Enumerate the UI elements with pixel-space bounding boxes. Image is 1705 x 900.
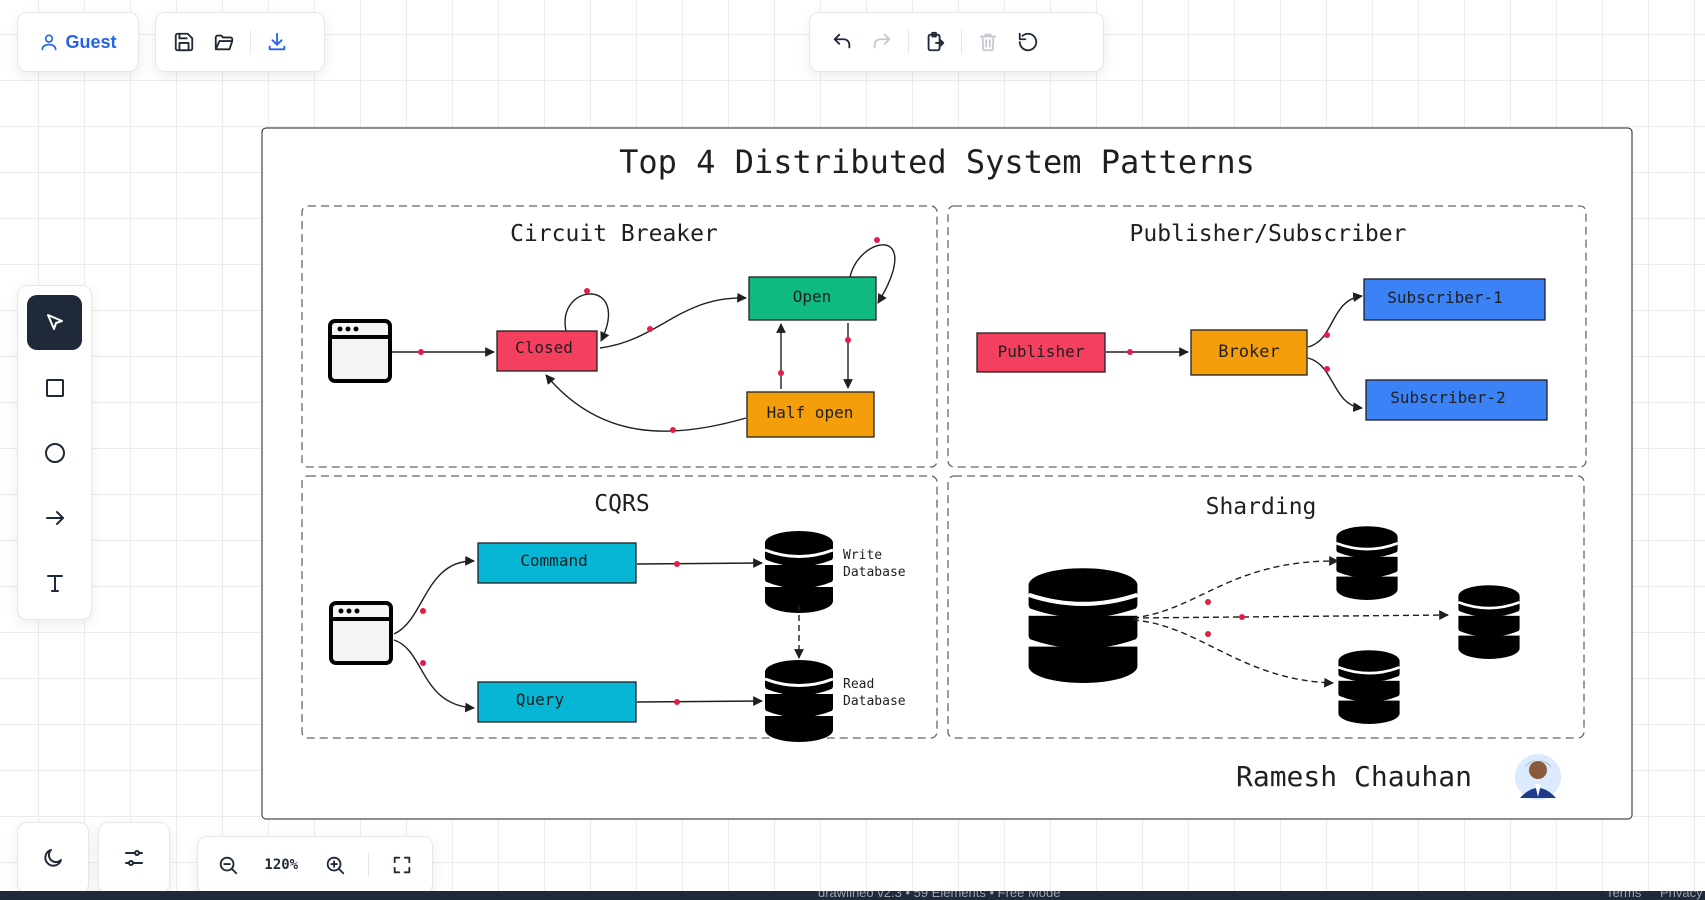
subscriber-2-label: Subscriber-2 — [1390, 388, 1506, 407]
circuit-breaker-title[interactable]: Circuit Breaker — [510, 221, 718, 247]
cqrs-title[interactable]: CQRS — [594, 491, 649, 517]
read-db-label-1: Read — [843, 677, 874, 692]
folder-open-icon — [214, 34, 234, 51]
subscriber-1-label: Subscriber-1 — [1387, 288, 1503, 307]
browser-window-icon[interactable] — [329, 601, 393, 665]
section-cqrs[interactable] — [301, 475, 938, 739]
moon-icon — [44, 849, 62, 867]
terms-link[interactable]: Terms — [1606, 891, 1642, 900]
state-open-label: Open — [793, 287, 832, 306]
zoom-out-button[interactable] — [208, 845, 248, 885]
subscriber-2-node[interactable] — [1365, 379, 1548, 421]
publisher-node[interactable] — [976, 332, 1106, 373]
database-icon[interactable] — [1337, 648, 1401, 726]
reset-icon — [1018, 32, 1038, 52]
status-text: drawlineo v2.3 • 59 Elements • Free Mode — [818, 891, 1061, 900]
save-button[interactable] — [164, 22, 204, 62]
state-closed[interactable] — [496, 330, 598, 372]
command-label: Command — [520, 551, 587, 570]
select-tool-button[interactable] — [27, 295, 82, 350]
rectangle-tool-button[interactable] — [27, 360, 82, 415]
zoom-in-icon — [326, 856, 344, 875]
pubsub-title[interactable]: Publisher/Subscriber — [1130, 221, 1407, 247]
database-icon[interactable] — [1335, 524, 1399, 602]
subscriber-1-node[interactable] — [1363, 278, 1546, 321]
sliders-icon — [125, 850, 143, 866]
query-node[interactable] — [477, 681, 637, 723]
zoom-in-button[interactable] — [315, 845, 355, 885]
database-icon[interactable] — [1457, 583, 1521, 661]
section-pubsub[interactable] — [947, 205, 1587, 468]
diagram-title[interactable]: Top 4 Distributed System Patterns — [619, 143, 1255, 181]
state-open[interactable] — [748, 276, 877, 321]
undo-button[interactable] — [822, 22, 862, 62]
write-db-label-1: Write — [843, 548, 882, 563]
open-button[interactable] — [204, 22, 244, 62]
arrow-tool-button[interactable] — [27, 490, 82, 545]
state-half-open[interactable] — [746, 391, 875, 438]
database-icon[interactable] — [763, 529, 835, 615]
guest-button[interactable]: Guest — [17, 12, 139, 72]
file-toolbar — [155, 12, 325, 72]
command-node[interactable] — [477, 542, 637, 584]
edit-toolbar — [809, 12, 1104, 72]
broker-node[interactable] — [1190, 329, 1308, 376]
zoom-level[interactable]: 120% — [264, 857, 299, 873]
delete-button[interactable] — [968, 22, 1008, 62]
pointer-icon — [46, 313, 63, 330]
browser-window-icon[interactable] — [328, 319, 392, 383]
section-sharding[interactable] — [947, 475, 1585, 739]
database-icon[interactable] — [1029, 568, 1138, 683]
reset-button[interactable] — [1008, 22, 1048, 62]
tool-palette — [17, 285, 92, 620]
toolbar-divider — [908, 30, 909, 54]
diagram-frame[interactable] — [261, 127, 1633, 820]
toolbar-divider — [961, 30, 962, 54]
export-icon — [927, 31, 945, 52]
rectangle-icon — [45, 378, 64, 397]
zoom-toolbar: 120% — [197, 836, 433, 894]
state-half-open-label: Half open — [767, 403, 854, 422]
read-db-label-2: Database — [843, 694, 906, 709]
fullscreen-button[interactable] — [382, 845, 422, 885]
text-tool-button[interactable] — [27, 555, 82, 610]
toolbar-divider — [367, 853, 369, 877]
publisher-label: Publisher — [998, 342, 1085, 361]
write-db-label-2: Database — [843, 565, 906, 580]
toolbar-divider — [250, 30, 251, 54]
state-closed-label: Closed — [515, 338, 573, 357]
avatar[interactable] — [1515, 754, 1561, 800]
user-icon — [41, 34, 57, 51]
undo-icon — [833, 33, 851, 49]
section-circuit-breaker[interactable] — [301, 205, 938, 468]
status-bar: drawlineo v2.3 • 59 Elements • Free Mode… — [0, 891, 1705, 900]
author-name[interactable]: Ramesh Chauhan — [1236, 760, 1472, 793]
privacy-link[interactable]: Privacy — [1660, 891, 1703, 900]
download-icon — [268, 32, 286, 51]
redo-button[interactable] — [862, 22, 902, 62]
download-button[interactable] — [257, 22, 297, 62]
circle-icon — [44, 442, 65, 463]
trash-icon — [979, 33, 997, 52]
settings-button[interactable] — [98, 822, 170, 894]
theme-toggle-button[interactable] — [17, 822, 89, 894]
database-icon[interactable] — [763, 658, 835, 744]
fullscreen-icon — [393, 856, 411, 874]
zoom-out-icon — [219, 856, 238, 875]
sharding-title[interactable]: Sharding — [1206, 494, 1317, 520]
export-button[interactable] — [915, 22, 955, 62]
circle-tool-button[interactable] — [27, 425, 82, 480]
text-icon — [46, 574, 63, 592]
broker-label: Broker — [1218, 342, 1279, 362]
query-label: Query — [516, 690, 565, 709]
save-icon — [174, 32, 194, 52]
redo-icon — [873, 33, 891, 49]
arrow-icon — [45, 510, 64, 525]
guest-label: Guest — [65, 31, 117, 52]
